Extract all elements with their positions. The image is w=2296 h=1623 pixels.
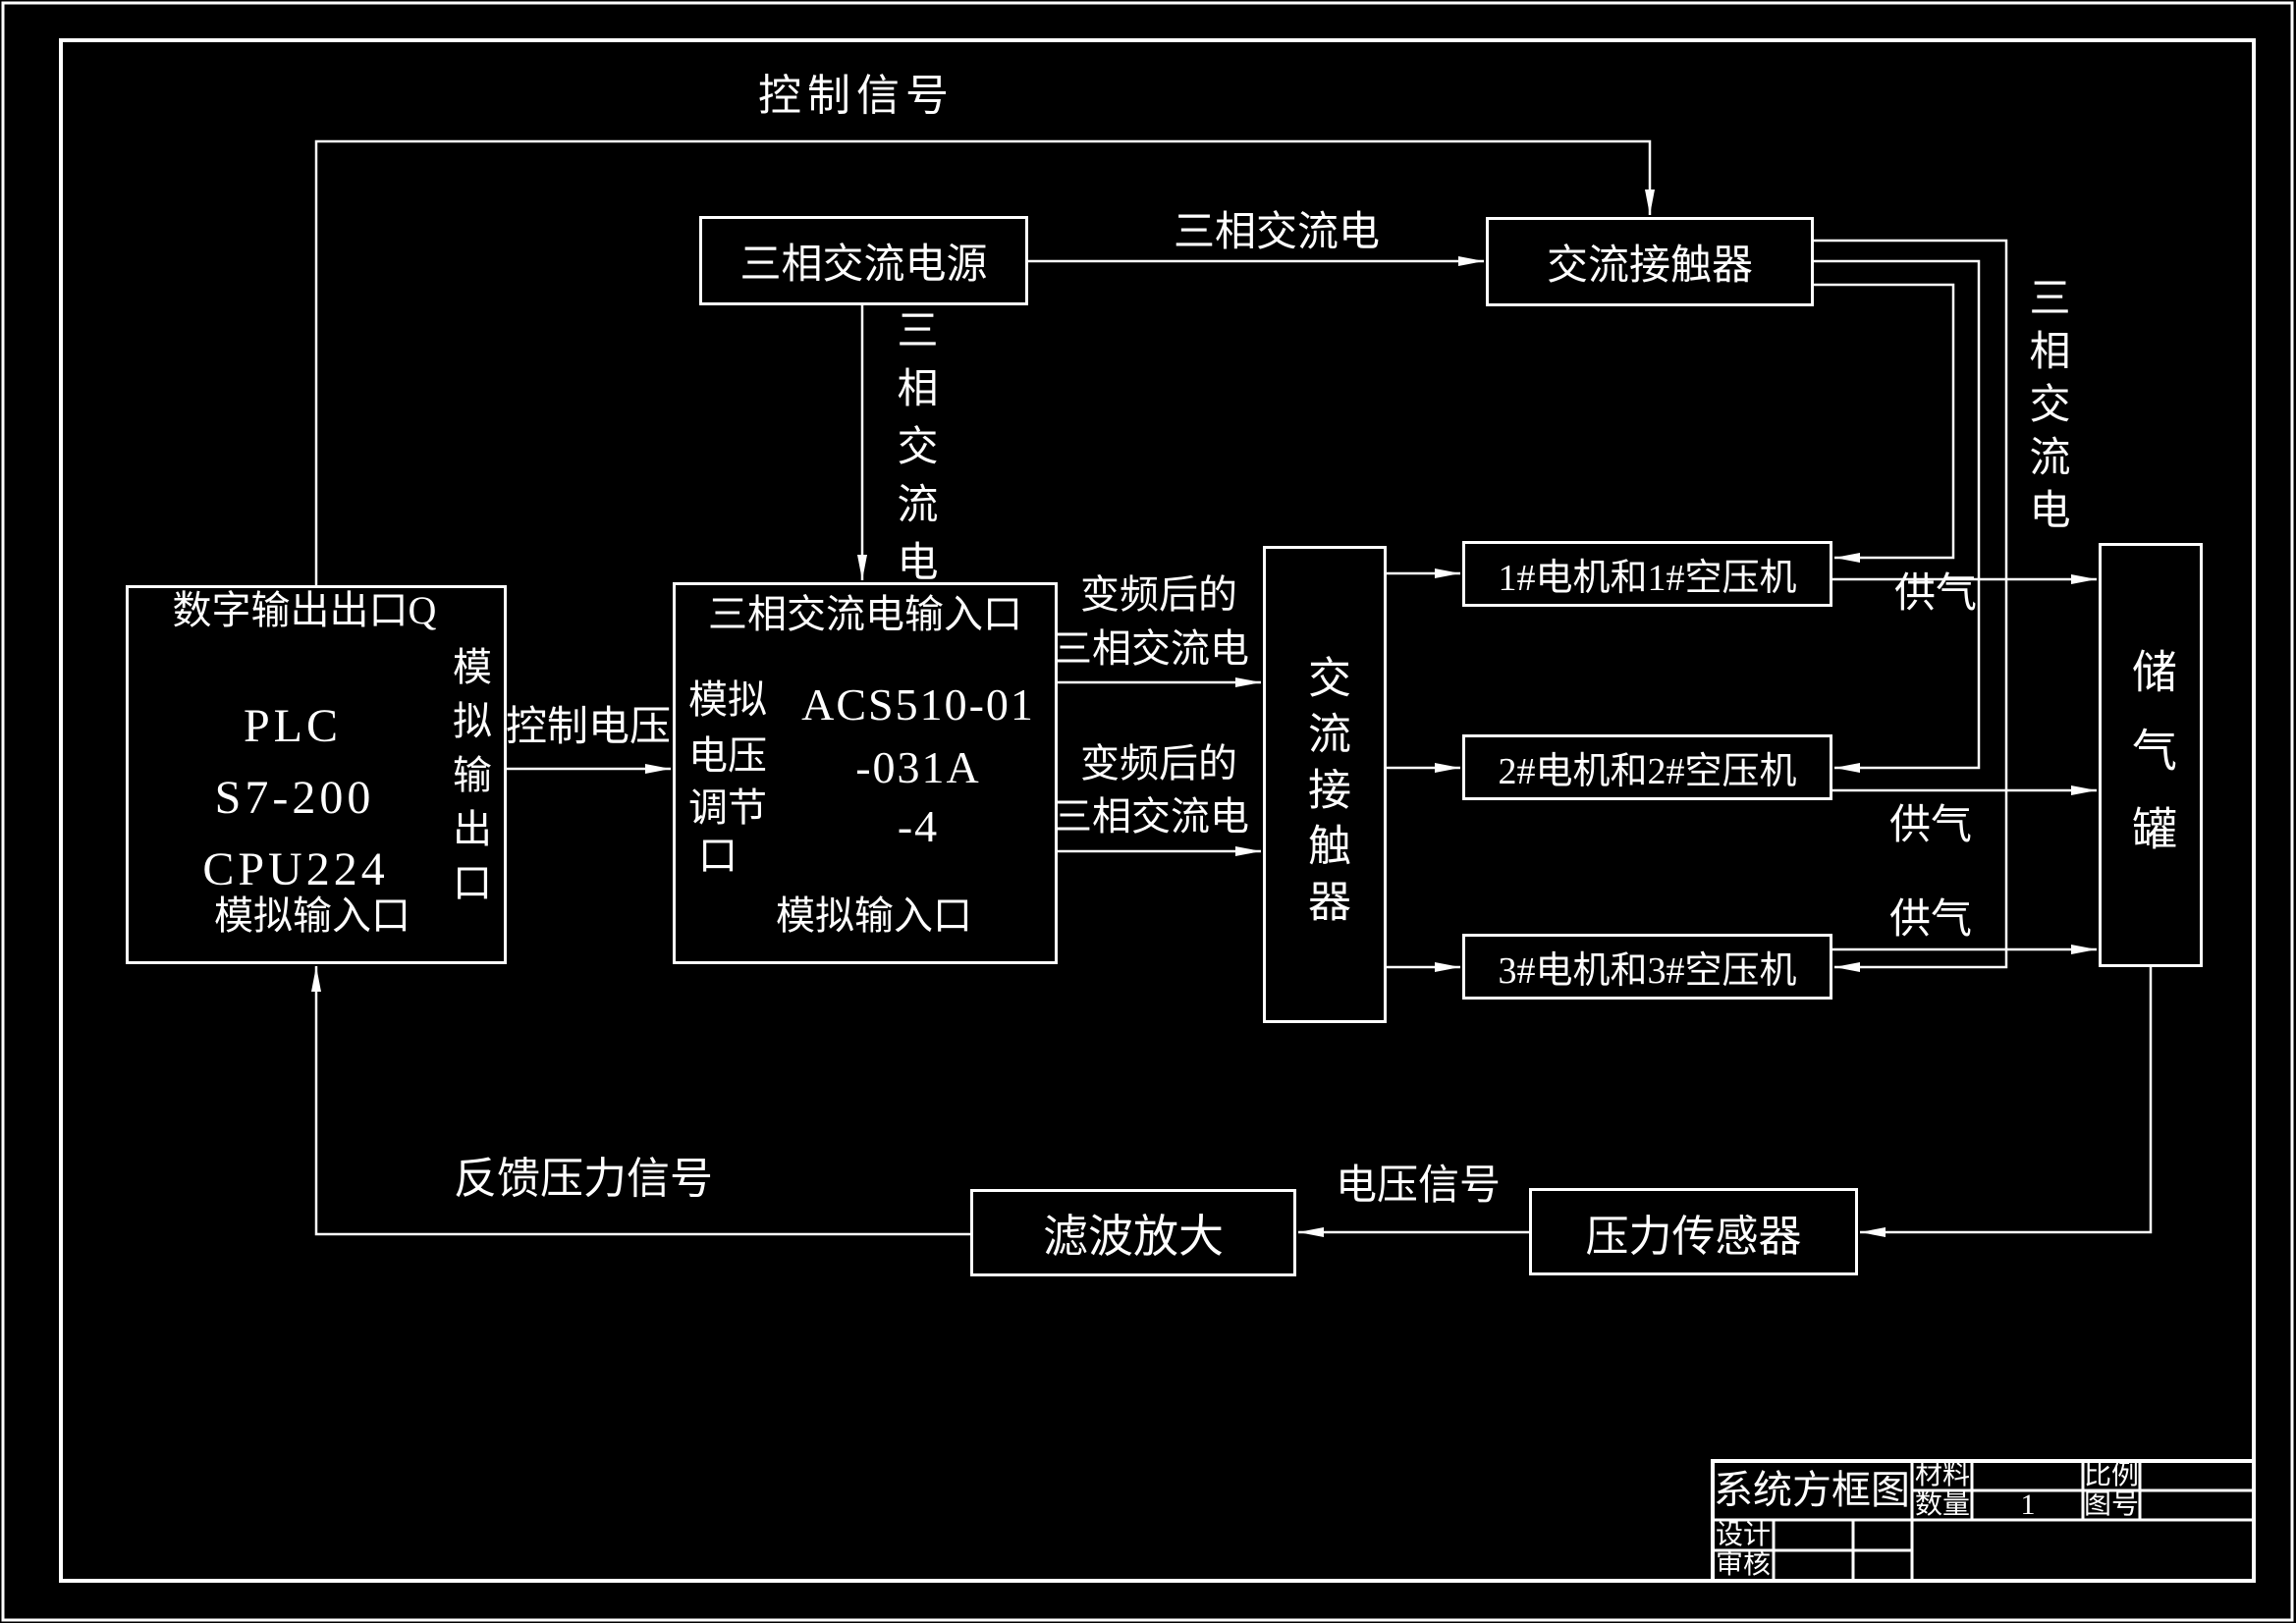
plc-digital-output-port: 数字输出出口Q xyxy=(172,588,437,632)
inner-border xyxy=(59,38,2256,1583)
wire-power-to-motor1 xyxy=(1814,283,1955,563)
inverter-left-port-row2: 电压 xyxy=(688,733,767,778)
after-vfd-label-2-line1: 变频后的 xyxy=(1080,741,1237,785)
supply-air-label-3: 供气 xyxy=(1888,897,1973,943)
wire-tank-to-sensor xyxy=(1860,967,2153,1237)
title-block-designer-label: 设计 xyxy=(1715,1520,1772,1550)
wire-filter-to-plc xyxy=(311,966,970,1236)
motor2-box: 2#电机和2#空压机 xyxy=(1462,734,1832,800)
after-vfd-label-2-line2: 三相交流电 xyxy=(1053,794,1249,839)
power-source-label: 三相交流电源 xyxy=(739,243,988,288)
inverter-box xyxy=(673,582,1058,964)
plc-box xyxy=(126,585,507,964)
title-block-grid xyxy=(1711,1459,2256,1583)
motor1-label: 1#电机和1#空压机 xyxy=(1498,558,1797,599)
ac-contactor-main-label: 交流接触器 xyxy=(1301,655,1349,935)
ac-contactor-main-box xyxy=(1263,546,1387,1023)
control-signal-label: 控制信号 xyxy=(758,72,955,120)
inverter-top-port: 三相交流电输入口 xyxy=(708,592,1022,636)
filter-amplifier-label: 滤波放大 xyxy=(1043,1211,1224,1262)
three-phase-ac-label-right: 三相交流电 xyxy=(2023,276,2068,541)
voltage-signal-label: 电压信号 xyxy=(1335,1163,1502,1209)
title-block-drawing-no-label: 图号 xyxy=(2083,1489,2140,1520)
plc-name: PLC xyxy=(243,700,343,752)
inverter-left-port-row4: 口 xyxy=(698,834,738,878)
title-block-drawing-title: 系统方框图 xyxy=(1714,1468,1910,1512)
plc-model: S7-200 xyxy=(214,772,375,824)
control-voltage-label: 控制电压 xyxy=(505,705,672,750)
motor1-box: 1#电机和1#空压机 xyxy=(1462,541,1832,607)
plc-analog-input-port: 模拟输入口 xyxy=(214,893,410,938)
plc-analog-output-port: 模拟输出口 xyxy=(447,646,491,916)
three-phase-ac-label-source-drop: 三相交流电 xyxy=(891,308,936,598)
inverter-model-line3: -4 xyxy=(897,801,940,851)
title-block-checker-label: 审核 xyxy=(1715,1549,1772,1580)
inverter-model-line1: ACS510-01 xyxy=(801,679,1035,730)
inverter-model-line2: -031A xyxy=(855,742,981,792)
pressure-sensor-label: 压力传感器 xyxy=(1585,1212,1802,1261)
filter-amplifier-box: 滤波放大 xyxy=(970,1189,1296,1276)
wire-control-signal xyxy=(314,139,1655,585)
feedback-pressure-signal-label: 反馈压力信号 xyxy=(454,1155,713,1203)
inverter-left-port-row3: 调节 xyxy=(688,785,767,830)
ac-contactor-top-box: 交流接触器 xyxy=(1486,217,1814,306)
three-phase-ac-label-top: 三相交流电 xyxy=(1173,210,1381,255)
air-tank-box xyxy=(2099,543,2203,967)
inverter-analog-input-port: 模拟输入口 xyxy=(776,893,972,938)
power-source-box: 三相交流电源 xyxy=(699,216,1028,305)
ac-contactor-top-label: 交流接触器 xyxy=(1546,243,1753,289)
title-block-scale-label: 比例 xyxy=(2083,1460,2140,1490)
title-block-quantity-label: 数量 xyxy=(1914,1489,1971,1520)
motor3-label: 3#电机和3#空压机 xyxy=(1498,950,1797,992)
wire-power-to-motor3 xyxy=(1814,239,2008,972)
pressure-sensor-box: 压力传感器 xyxy=(1529,1188,1858,1275)
after-vfd-label-1-line1: 变频后的 xyxy=(1080,572,1237,617)
inverter-left-port-row1: 模拟 xyxy=(688,677,767,722)
air-tank-label: 储气罐 xyxy=(2126,648,2176,884)
title-block-material-label: 材料 xyxy=(1914,1460,1971,1490)
title-block-quantity-value: 1 xyxy=(2020,1488,2036,1521)
wire-power-to-motor2 xyxy=(1814,259,1981,773)
supply-air-label-1: 供气 xyxy=(1893,571,1978,617)
motor3-box: 3#电机和3#空压机 xyxy=(1462,934,1832,1000)
after-vfd-label-1-line2: 三相交流电 xyxy=(1053,626,1249,671)
supply-air-label-2: 供气 xyxy=(1888,803,1973,848)
plc-cpu: CPU224 xyxy=(202,843,389,895)
motor2-label: 2#电机和2#空压机 xyxy=(1498,751,1797,792)
